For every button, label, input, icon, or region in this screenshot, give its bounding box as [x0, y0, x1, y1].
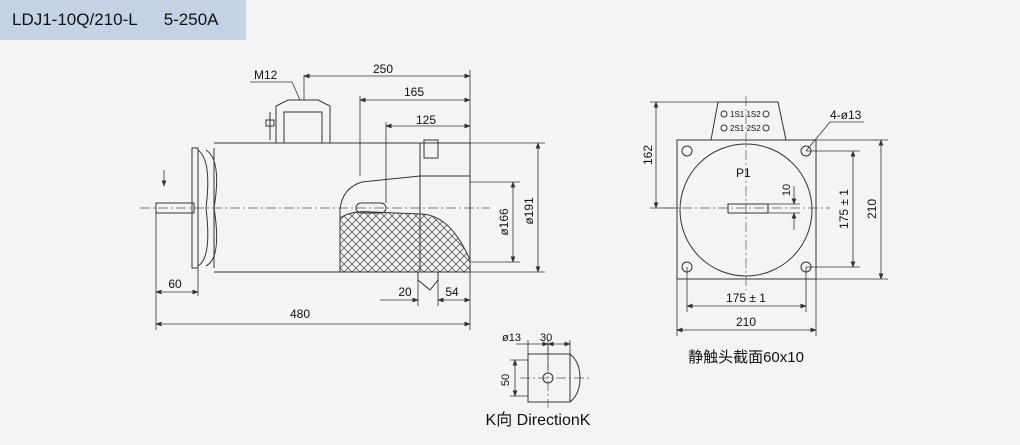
k-view-caption: K向 DirectionK	[486, 411, 591, 429]
stud-nut	[265, 119, 275, 127]
dim-480: 480	[290, 307, 310, 321]
dim-60: 60	[168, 277, 182, 291]
k-dim-hole: ø13	[502, 332, 521, 344]
terminal-box	[275, 99, 331, 143]
dim-250: 250	[373, 62, 393, 76]
contact-bar	[727, 203, 769, 214]
current-range: 5-250A	[163, 10, 219, 29]
inner-cavity	[339, 175, 470, 272]
bottom-lug	[417, 272, 439, 291]
model-name: LDJ1-10Q/210-L	[12, 10, 138, 29]
dim-v-210: 210	[865, 199, 879, 219]
holes-leader	[805, 121, 864, 152]
side-view: 250 165 125 M12 ø166 ø191 60	[140, 62, 545, 330]
dim-h-175: 175 ± 1	[726, 291, 766, 305]
k-view-terminal	[527, 353, 581, 403]
terminal-box-inner	[283, 111, 323, 143]
corner-hole	[681, 145, 693, 157]
dim-h-210: 210	[736, 315, 756, 329]
model-title-tab: LDJ1-10Q/210-L 5-250A	[0, 0, 246, 40]
holes-label: 4-ø13	[830, 108, 862, 122]
dim-162: 162	[641, 145, 655, 165]
dim-10: 10	[781, 184, 793, 196]
k-dim-50: 50	[500, 374, 512, 386]
dim-dia-166: ø166	[497, 208, 511, 236]
top-lug	[423, 139, 439, 159]
square-flange	[676, 139, 817, 280]
dim-125: 125	[416, 113, 436, 127]
hatched-section	[339, 211, 471, 273]
dim-54: 54	[445, 285, 459, 299]
dim-dia-191: ø191	[522, 197, 536, 225]
terminal-plate	[710, 101, 787, 141]
terminal-bottom-label: 2S1 2S2	[730, 124, 761, 133]
k-dim-30: 30	[540, 332, 552, 344]
inner-conductor	[355, 202, 387, 214]
k-view: ø13 30 50 K向 DirectionK	[486, 332, 591, 429]
m12-leader	[250, 81, 301, 101]
front-view: 1S1 1S2 2S1 2S2 P1 4-ø13 162 10	[641, 96, 888, 366]
dim-20: 20	[398, 285, 412, 299]
contact-section-caption: 静触头截面60x10	[688, 349, 804, 366]
groove-left	[197, 149, 209, 267]
p1-label: P1	[736, 166, 751, 180]
dim-165: 165	[404, 85, 424, 99]
dim-v-175: 175 ± 1	[837, 189, 851, 229]
terminal-top-label: 1S1 1S2	[730, 110, 761, 119]
primary-terminal	[155, 202, 195, 214]
thread-label: M12	[254, 68, 278, 82]
